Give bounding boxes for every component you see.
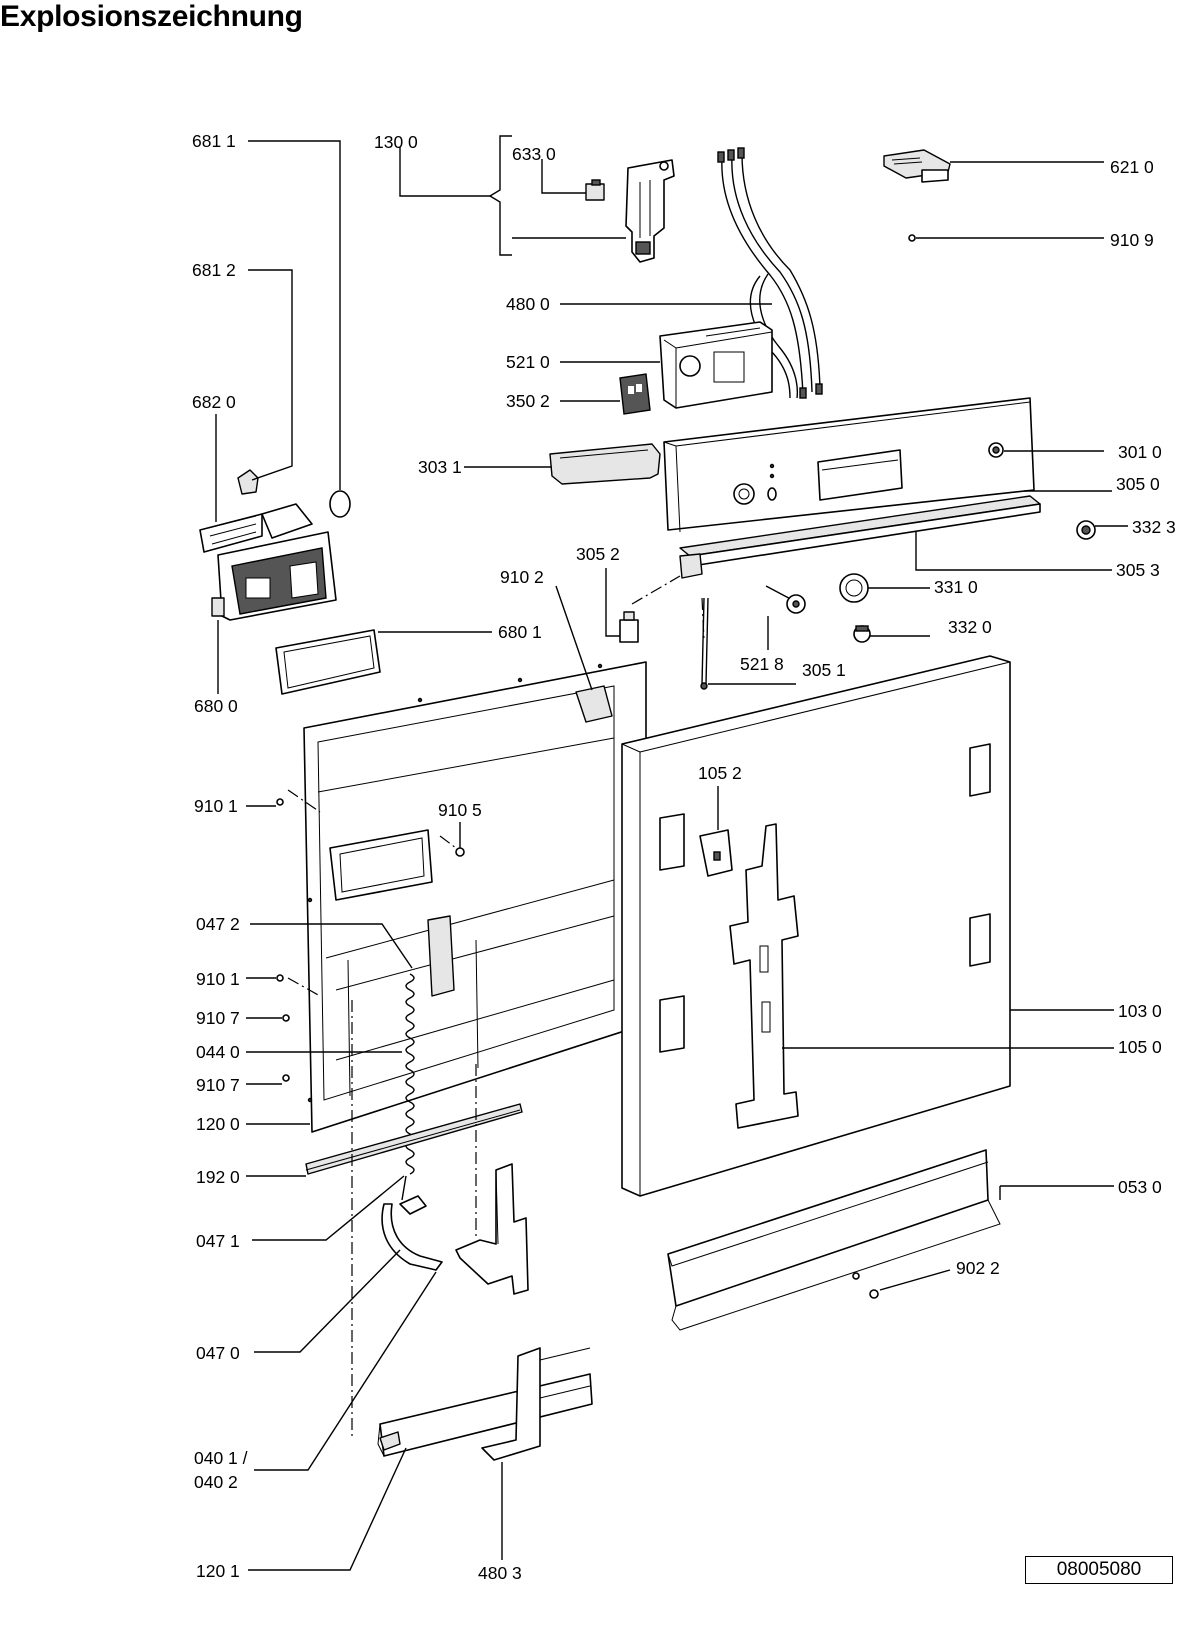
callout-910-5: 910 5 [438,800,482,820]
callout-120-1: 120 1 [196,1561,240,1581]
part-681-1-ring [329,490,351,518]
part-521-8-sensor [765,585,806,614]
part-621-0 [883,149,951,183]
callout-682-0: 682 0 [192,392,236,412]
part-305-1-rod [700,597,709,690]
part-480-3-hook [481,1347,591,1461]
part-040-1-bracket [377,1373,593,1457]
part-305-2-clip [619,611,639,643]
callout-305-0: 305 0 [1116,474,1160,494]
page-title: Explosionszeichnung [0,0,303,33]
part-910-1-screws [276,798,284,982]
part-350-2-connector [619,373,651,415]
part-680-0-opening [329,829,433,901]
callout-labels: 681 1 130 0 633 0 621 0 910 9 681 2 480 … [192,131,1176,1583]
callout-681-1: 681 1 [192,131,236,151]
part-305-3-strip [679,553,703,579]
callout-103-0: 103 0 [1118,1001,1162,1021]
callout-910-1-b: 910 1 [196,969,240,989]
part-910-7-screws [282,1014,290,1082]
part-521-0-electronic-module [659,321,773,409]
callout-521-8: 521 8 [740,654,784,674]
callout-120-0: 120 0 [196,1114,240,1134]
part-910-9-screw [908,234,916,242]
part-hinge-bracket [455,1163,529,1295]
callout-350-2: 350 2 [506,391,550,411]
part-681-2-clip [237,469,259,495]
callout-910-2: 910 2 [500,567,544,587]
part-332-0-knob [853,625,871,643]
part-331-0-ring [839,573,869,603]
part-332-3-knob [1076,520,1096,540]
callout-044-0: 044 0 [196,1042,240,1062]
callout-305-2: 305 2 [576,544,620,564]
callout-480-0: 480 0 [506,294,550,314]
callout-303-1: 303 1 [418,457,462,477]
leader-lines [215,140,1128,1571]
part-680-1-gasket [275,629,381,695]
callout-040-1: 040 1 / [194,1448,248,1468]
callout-331-0: 331 0 [934,577,978,597]
callout-332-3: 332 3 [1132,517,1176,537]
callout-047-0: 047 0 [196,1343,240,1363]
callout-680-0: 680 0 [194,696,238,716]
callout-301-0: 301 0 [1118,442,1162,462]
part-902-2-screw [869,1289,879,1299]
callout-621-0: 621 0 [1110,157,1154,177]
callout-910-7-b: 910 7 [196,1075,240,1095]
document-number: 08005080 [1025,1556,1173,1584]
part-301-0-control-panel [663,397,1035,533]
callout-047-1: 047 1 [196,1231,240,1251]
callout-105-2: 105 2 [698,763,742,783]
part-682-0-dispenser [199,503,337,621]
part-303-1-handle [549,443,661,485]
callout-910-1-a: 910 1 [194,796,238,816]
callout-040-2: 040 2 [194,1472,238,1492]
callout-633-0: 633 0 [512,144,556,164]
callout-910-7-a: 910 7 [196,1008,240,1028]
callout-305-3: 305 3 [1116,560,1160,580]
callout-332-0: 332 0 [948,617,992,637]
callout-521-0: 521 0 [506,352,550,372]
assembly-lines [287,575,705,1438]
brace-130-0 [488,135,512,256]
part-633-0-microswitch [585,179,605,201]
part-480-0-cable-harness [717,147,823,399]
callout-480-3: 480 3 [478,1563,522,1583]
part-910-5-screw [455,847,465,857]
callout-053-0: 053 0 [1118,1177,1162,1197]
callout-910-9: 910 9 [1110,230,1154,250]
callout-680-1: 680 1 [498,622,542,642]
callout-681-2: 681 2 [192,260,236,280]
callout-192-0: 192 0 [196,1167,240,1187]
callout-902-2: 902 2 [956,1258,1000,1278]
callout-047-2: 047 2 [196,914,240,934]
part-053-0-kickplate [667,1149,1001,1331]
callout-105-0: 105 0 [1118,1037,1162,1057]
part-130-0-door-lock [625,159,675,263]
callout-305-1: 305 1 [802,660,846,680]
part-192-0-rail [305,1103,523,1175]
part-103-0-outer-door [621,655,1011,1197]
callout-130-0: 130 0 [374,132,418,152]
